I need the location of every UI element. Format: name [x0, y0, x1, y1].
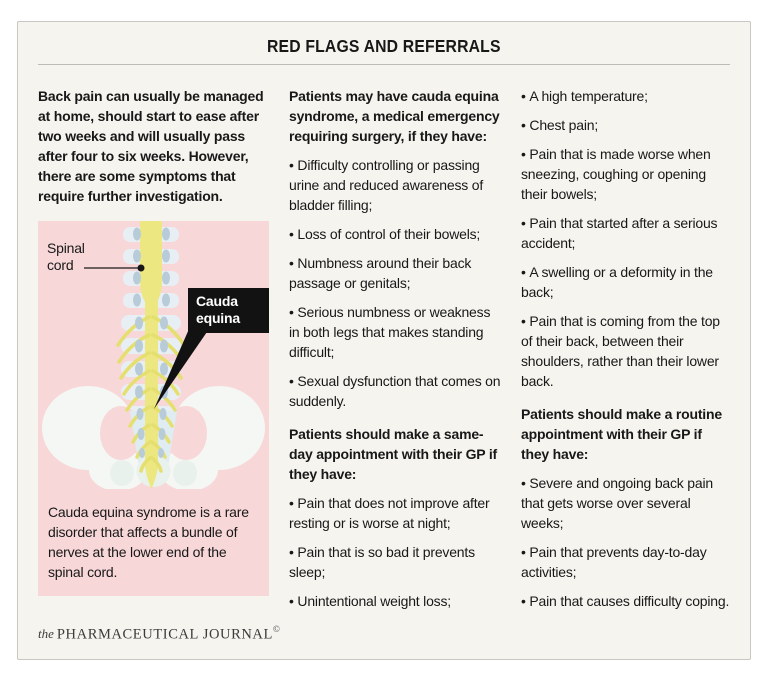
spinal-cord-label: Spinal cord — [47, 240, 85, 273]
routine-bullet-list: Severe and ongoing back pain that gets w… — [521, 473, 732, 611]
intro-paragraph: Back pain can usually be managed at home… — [38, 88, 264, 204]
anatomy-svg — [42, 221, 265, 489]
emergency-bullet-list: Difficulty controlling or passing urine … — [289, 155, 501, 411]
bullet-item: Pain that is made worse when sneezing, c… — [521, 144, 732, 204]
infographic-card: RED FLAGS AND REFERRALS Back pain can us… — [17, 21, 751, 660]
cauda-equina-label-text: Cauda equina — [196, 293, 240, 326]
bullet-item: Pain that is coming from the top of thei… — [521, 311, 732, 391]
spinal-cord-graphic — [140, 221, 162, 489]
page-title: RED FLAGS AND REFERRALS — [267, 36, 501, 56]
cauda-equina-label: Cauda equina — [188, 288, 269, 333]
disc-ovals — [133, 227, 170, 458]
cauda-equina-pointer — [154, 329, 209, 409]
footer-the: the — [38, 626, 54, 641]
bullet-item: A high temperature; — [521, 86, 732, 106]
figure-caption: Cauda equina syndrome is a rare disorder… — [48, 504, 249, 580]
bullet-item: Pain that is so bad it prevents sleep; — [289, 542, 501, 582]
journal-footer: thePharmaceutical Journal© — [38, 624, 280, 643]
column-referrals: A high temperature; Chest pain; Pain that … — [521, 86, 732, 620]
bullet-item: Chest pain; — [521, 115, 732, 135]
same-day-bullet-list: Pain that does not improve after resting… — [289, 493, 501, 611]
routine-heading: Patients should make a routine appointme… — [521, 406, 722, 462]
content-columns: Back pain can usually be managed at home… — [38, 86, 730, 620]
column-intro: Back pain can usually be managed at home… — [38, 86, 269, 620]
figure-cauda-equina: Spinal cord Cauda equina Cauda equina sy… — [38, 221, 269, 596]
footer-journal-name: Pharmaceutical Journal — [56, 626, 273, 642]
footer-copyright: © — [272, 623, 280, 634]
bullet-item: Sexual dysfunction that comes on suddenl… — [289, 371, 501, 411]
bullet-item: Numbness around their back passage or ge… — [289, 253, 501, 293]
bullet-item: Pain that started after a serious accide… — [521, 213, 732, 253]
anatomy-illustration: Spinal cord Cauda equina — [38, 221, 269, 489]
bullet-item: Unintentional weight loss; — [289, 591, 501, 611]
bullet-item: Pain that causes difficulty coping. — [521, 591, 732, 611]
same-day-heading: Patients should make a same-day appointm… — [289, 426, 498, 482]
bullet-item: Loss of control of their bowels; — [289, 224, 501, 244]
bullet-item: Pain that prevents day-to-day activities… — [521, 542, 732, 582]
bullet-item: A swelling or a deformity in the back; — [521, 262, 732, 302]
column-emergency: Patients may have cauda equina syndrome,… — [289, 86, 501, 620]
emergency-heading: Patients may have cauda equina syndrome,… — [289, 88, 500, 144]
bullet-item: Difficulty controlling or passing urine … — [289, 155, 501, 215]
spinal-cord-pointer-dot — [137, 264, 145, 272]
bullet-item: Pain that does not improve after resting… — [289, 493, 501, 533]
bullet-item: Severe and ongoing back pain that gets w… — [521, 473, 732, 533]
bullet-item: Serious numbness or weakness in both leg… — [289, 302, 501, 362]
title-divider — [38, 64, 730, 65]
same-day-continued-bullet-list: A high temperature; Chest pain; Pain that … — [521, 86, 732, 391]
